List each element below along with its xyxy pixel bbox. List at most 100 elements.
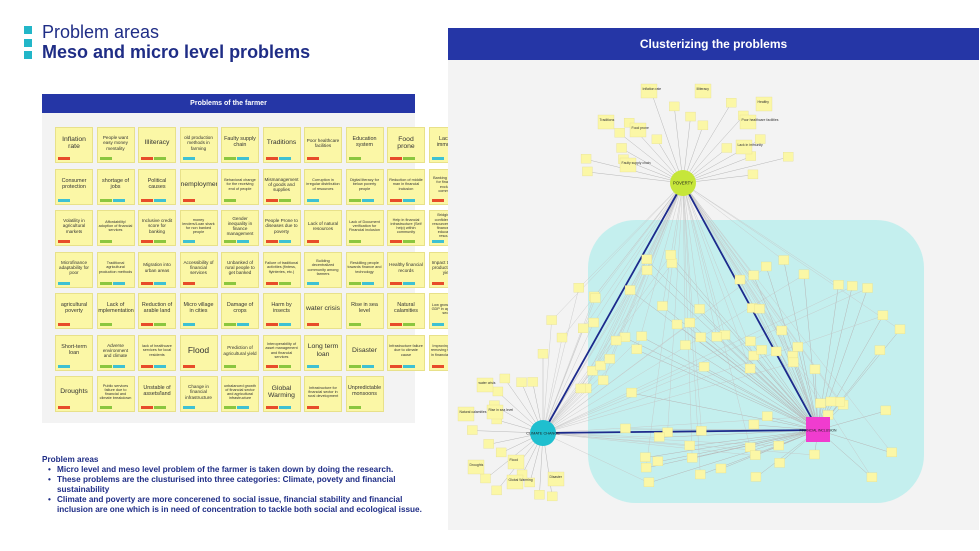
finance-cluster-note (847, 281, 858, 291)
sticky-note: Infrastructure for financial sector in r… (304, 376, 342, 412)
climate-labeled-note (476, 377, 494, 393)
connector-line (542, 298, 596, 434)
connector-line (542, 359, 610, 434)
finance-cluster-note (641, 265, 653, 275)
finance-cluster-note (748, 350, 759, 361)
finance-cluster-note (620, 423, 631, 434)
connector-line (542, 288, 868, 434)
sticky-note-tags (431, 198, 444, 202)
sticky-note-tags (390, 281, 415, 285)
sticky-note: water crisis (304, 293, 342, 329)
sticky-note-tags (307, 406, 319, 409)
category-tag (154, 364, 166, 368)
finance-cluster-note (624, 285, 636, 295)
connector-line (619, 132, 684, 184)
connector-line (699, 309, 819, 431)
poverty-cluster-note (755, 134, 766, 144)
climate-cluster-note (527, 377, 538, 387)
category-tag (278, 281, 291, 285)
connector-line (682, 182, 784, 261)
summary-item: Climate and poverty are more concerened … (48, 495, 432, 515)
category-tag (278, 323, 291, 326)
sticky-note: Lack of natural resources (304, 210, 342, 246)
sticky-note-text: Inflation rate (62, 135, 86, 150)
sticky-note: money lenders/Loan shark for non banked … (179, 210, 218, 246)
sticky-note-text: Rise in sea level (351, 302, 378, 314)
connector-line (750, 341, 819, 431)
connector-line (542, 432, 650, 484)
connector-line (689, 322, 819, 431)
shared-cluster-note (546, 315, 557, 325)
sticky-note-tags (265, 323, 291, 326)
category-tag (237, 157, 249, 160)
category-tag (224, 198, 236, 202)
category-tag (265, 406, 278, 409)
connector-line (600, 182, 684, 367)
sticky-note-tags (307, 364, 319, 368)
sticky-note-tags (307, 281, 319, 285)
finance-cluster-note (761, 261, 772, 272)
category-tag (265, 198, 278, 202)
sticky-note: Consumer protection (55, 168, 93, 205)
sticky-note: Unstable of assets/land (138, 376, 176, 412)
poverty-node (670, 170, 696, 196)
shared-cluster-note (556, 332, 568, 343)
finance-cluster-note (694, 304, 705, 314)
finance-cluster-note (773, 440, 784, 451)
connector-line (595, 182, 684, 299)
poverty-cluster-note (685, 111, 696, 122)
sticky-note-text: shortage of jobs (102, 177, 129, 190)
finance-cluster-note (631, 344, 642, 354)
sticky-note-tags (348, 323, 361, 326)
sticky-note-tags (141, 157, 166, 160)
sticky-note-text: Lack of natural resources (307, 220, 339, 231)
finance-cluster-note (665, 250, 676, 260)
finance-cluster-note (695, 469, 706, 480)
connector-line (542, 274, 805, 434)
climate-labeled-note-label: Natural calamities (460, 410, 487, 414)
sticky-note-tags (307, 198, 319, 202)
connector-line (662, 182, 684, 307)
poverty-cluster-note (721, 143, 733, 153)
poverty-labeled-note (619, 157, 637, 173)
category-tag (58, 364, 70, 368)
category-tag (265, 240, 278, 243)
connector-line (682, 115, 744, 184)
sticky-note: Political causes (138, 168, 176, 205)
finance-cluster-note (894, 324, 906, 334)
sticky-note: Education system (345, 127, 384, 163)
finance-cluster-note (798, 269, 810, 280)
sticky-note-tags (224, 157, 249, 160)
poverty-labeled-note (739, 114, 757, 130)
sticky-note-text: Mismanagement of goods and supplies (264, 176, 299, 193)
cluster-title: Clusterizing the problems (448, 28, 979, 60)
sticky-note-tags (431, 281, 444, 285)
sticky-note-text: old production methods in farming (184, 135, 213, 151)
category-tag (141, 157, 153, 160)
connector-line (542, 320, 552, 434)
finance-cluster-note (771, 346, 782, 357)
sticky-note: Lack of Document verification for Financ… (345, 210, 384, 246)
poverty-cluster-note (582, 166, 593, 177)
category-tag (237, 240, 249, 243)
connector-line (641, 336, 819, 431)
connector-line (542, 432, 815, 456)
category-tag (58, 240, 70, 243)
finance-cluster-note (825, 396, 837, 407)
sticky-note-text: Infrastructure for financial sector in r… (307, 385, 339, 399)
sticky-note-tags (182, 323, 195, 326)
category-tag (99, 157, 112, 160)
sticky-note: Poor healthcare facilities (304, 127, 342, 163)
category-tag (307, 281, 319, 285)
climate-cluster-note (480, 473, 491, 484)
connector-line (542, 263, 673, 434)
category-tag (403, 323, 415, 326)
finance-cluster-note (862, 283, 873, 293)
category-tag (237, 323, 249, 326)
climate-cluster-note (491, 485, 502, 496)
category-tag (278, 240, 291, 243)
sticky-note-tags (224, 281, 236, 285)
finance-cluster-note (715, 463, 727, 474)
finance-cluster-note (698, 362, 710, 372)
